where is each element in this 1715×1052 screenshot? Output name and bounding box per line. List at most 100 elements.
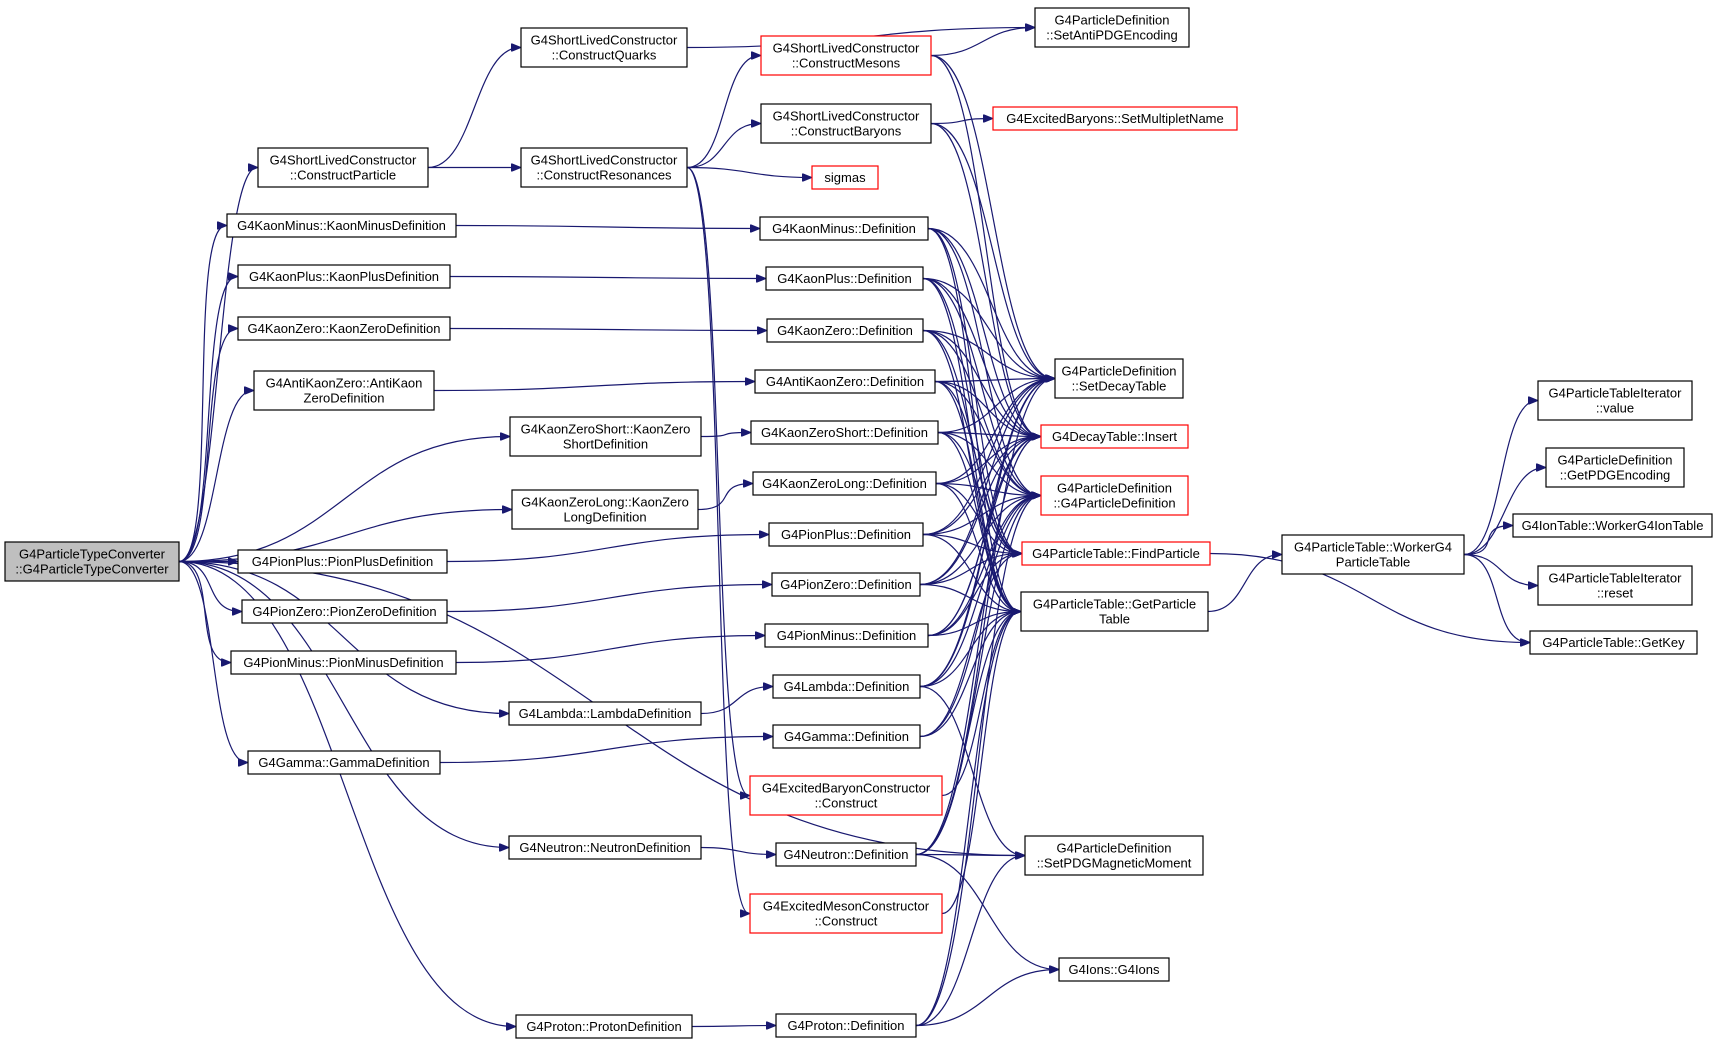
- node-sigmas[interactable]: sigmas: [811, 165, 879, 190]
- node-pt_find[interactable]: G4ParticleTable::FindParticle: [1021, 541, 1211, 566]
- node-label-pd_smm-1: ::SetPDGMagneticMoment: [1037, 856, 1192, 871]
- node-ks[interactable]: G4KaonZeroShort::Definition: [750, 420, 939, 445]
- node-ions[interactable]: G4Ions::G4Ions: [1058, 957, 1170, 982]
- edge-pi0-to-dt_ins: [919, 437, 1040, 586]
- node-km_def[interactable]: G4KaonMinus::KaonMinusDefinition: [226, 213, 457, 238]
- edge-slc_cr-to-ebc: [686, 166, 749, 796]
- node-box-pd_sapdg: [1034, 7, 1190, 48]
- node-gam[interactable]: G4Gamma::Definition: [772, 724, 921, 749]
- node-neu[interactable]: G4Neutron::Definition: [775, 842, 917, 867]
- node-box-k0_def: [237, 316, 451, 341]
- edge-pro-to-pd_ctor: [915, 496, 1040, 1027]
- node-pim_def[interactable]: G4PionMinus::PionMinusDefinition: [230, 650, 457, 675]
- node-label-pim-0: G4PionMinus::Definition: [777, 628, 916, 643]
- node-lam_def[interactable]: G4Lambda::LambdaDefinition: [508, 701, 702, 726]
- node-pip[interactable]: G4PionPlus::Definition: [768, 522, 924, 547]
- node-pd_sapdg[interactable]: G4ParticleDefinition::SetAntiPDGEncoding: [1034, 7, 1190, 48]
- node-label-slc_cr-1: ::ConstructResonances: [536, 168, 672, 183]
- node-label-slc_cb-0: G4ShortLivedConstructor: [773, 109, 920, 124]
- node-slc_cr[interactable]: G4ShortLivedConstructor::ConstructResona…: [520, 147, 688, 188]
- node-pti_value[interactable]: G4ParticleTableIterator::value: [1537, 380, 1693, 421]
- node-label-pim_def-0: G4PionMinus::PionMinusDefinition: [243, 655, 443, 670]
- edge-root-to-pim_def: [178, 560, 230, 663]
- edge-pim-to-pt_find: [927, 554, 1021, 637]
- edge-ak0-to-pt_find: [934, 380, 1021, 554]
- node-label-ks-0: G4KaonZeroShort::Definition: [761, 425, 928, 440]
- node-k0[interactable]: G4KaonZero::Definition: [766, 318, 924, 343]
- node-label-gam-0: G4Gamma::Definition: [784, 729, 909, 744]
- edge-kl-to-pd_ctor: [935, 482, 1040, 496]
- edge-neu-to-pt_get: [915, 612, 1020, 856]
- nodes-layer: G4ParticleTypeConverter::G4ParticleTypeC…: [4, 7, 1713, 1039]
- node-pd_gpdg[interactable]: G4ParticleDefinition::GetPDGEncoding: [1545, 447, 1685, 488]
- node-box-pti_reset: [1537, 565, 1693, 606]
- node-km[interactable]: G4KaonMinus::Definition: [759, 216, 929, 241]
- edge-kl_def-to-kl: [697, 484, 752, 511]
- node-kl[interactable]: G4KaonZeroLong::Definition: [752, 471, 937, 496]
- edge-ks_def-to-ks: [700, 433, 750, 438]
- node-box-gam_def: [247, 750, 441, 775]
- node-label-pd_sapdg-0: G4ParticleDefinition: [1055, 13, 1170, 28]
- node-slc_cp[interactable]: G4ShortLivedConstructor::ConstructPartic…: [257, 147, 429, 188]
- node-label-pti_value-1: ::value: [1596, 401, 1634, 416]
- edge-pt_worker-to-pd_gpdg: [1463, 468, 1545, 556]
- node-box-pip_def: [237, 549, 448, 574]
- node-emc[interactable]: G4ExcitedMesonConstructor::Construct: [749, 893, 943, 934]
- node-lam[interactable]: G4Lambda::Definition: [772, 674, 921, 699]
- edge-km-to-pt_get: [927, 227, 1020, 612]
- node-pd_smm[interactable]: G4ParticleDefinition::SetPDGMagneticMome…: [1024, 835, 1204, 876]
- edge-neu-to-dt_ins: [915, 437, 1040, 856]
- node-label-pi0_def-0: G4PionZero::PionZeroDefinition: [252, 604, 436, 619]
- node-slc_cq[interactable]: G4ShortLivedConstructor::ConstructQuarks: [520, 27, 688, 68]
- node-label-pt_worker-0: G4ParticleTable::WorkerG4: [1294, 540, 1452, 555]
- node-kp_def[interactable]: G4KaonPlus::KaonPlusDefinition: [237, 264, 451, 289]
- edge-neu_def-to-neu: [700, 846, 775, 855]
- edge-pim_def-to-pim: [455, 636, 764, 664]
- node-pti_reset[interactable]: G4ParticleTableIterator::reset: [1537, 565, 1693, 606]
- node-root[interactable]: G4ParticleTypeConverter::G4ParticleTypeC…: [4, 541, 180, 582]
- node-pd_ctor[interactable]: G4ParticleDefinition::G4ParticleDefiniti…: [1040, 475, 1189, 516]
- node-box-lam_def: [508, 701, 702, 726]
- edge-pro-to-pd_smm: [915, 856, 1024, 1027]
- node-pt_getkey[interactable]: G4ParticleTable::GetKey: [1529, 630, 1698, 655]
- edge-root-to-pi0_def: [178, 560, 241, 612]
- node-ak0[interactable]: G4AntiKaonZero::Definition: [754, 369, 936, 394]
- node-pro[interactable]: G4Proton::Definition: [775, 1013, 917, 1038]
- node-pi0_def[interactable]: G4PionZero::PionZeroDefinition: [241, 599, 448, 624]
- edge-slc_cr-to-sigmas: [686, 166, 811, 178]
- node-label-emc-1: ::Construct: [815, 914, 878, 929]
- node-label-neu_def-0: G4Neutron::NeutronDefinition: [519, 840, 690, 855]
- node-label-pt_find-0: G4ParticleTable::FindParticle: [1032, 546, 1200, 561]
- node-pd_sdt[interactable]: G4ParticleDefinition::SetDecayTable: [1054, 358, 1184, 399]
- node-label-it_worker-0: G4IonTable::WorkerG4IonTable: [1522, 518, 1704, 533]
- node-dt_ins[interactable]: G4DecayTable::Insert: [1040, 424, 1189, 449]
- edge-kp-to-pt_find: [922, 277, 1021, 554]
- node-pip_def[interactable]: G4PionPlus::PionPlusDefinition: [237, 549, 448, 574]
- edge-k0-to-pd_ctor: [922, 329, 1040, 496]
- edge-ks-to-pd_ctor: [937, 431, 1040, 496]
- node-ebc[interactable]: G4ExcitedBaryonConstructor::Construct: [749, 775, 943, 816]
- node-pro_def[interactable]: G4Proton::ProtonDefinition: [515, 1014, 693, 1039]
- node-it_worker[interactable]: G4IonTable::WorkerG4IonTable: [1512, 513, 1713, 538]
- node-eb_smn[interactable]: G4ExcitedBaryons::SetMultipletName: [992, 106, 1238, 131]
- node-slc_cm[interactable]: G4ShortLivedConstructor::ConstructMesons: [760, 35, 932, 76]
- node-pim[interactable]: G4PionMinus::Definition: [764, 623, 929, 648]
- edge-kp-to-pd_ctor: [922, 277, 1040, 496]
- node-label-pi0-0: G4PionZero::Definition: [780, 577, 912, 592]
- edge-lam-to-pd_ctor: [919, 496, 1040, 688]
- node-gam_def[interactable]: G4Gamma::GammaDefinition: [247, 750, 441, 775]
- node-slc_cb[interactable]: G4ShortLivedConstructor::ConstructBaryon…: [760, 103, 932, 144]
- node-kp[interactable]: G4KaonPlus::Definition: [765, 266, 924, 291]
- node-k0_def[interactable]: G4KaonZero::KaonZeroDefinition: [237, 316, 451, 341]
- node-pi0[interactable]: G4PionZero::Definition: [771, 572, 921, 597]
- node-box-km_def: [226, 213, 457, 238]
- node-label-ebc-0: G4ExcitedBaryonConstructor: [762, 781, 931, 796]
- node-neu_def[interactable]: G4Neutron::NeutronDefinition: [508, 835, 702, 860]
- edge-ak0_def-to-ak0: [433, 382, 754, 392]
- edge-neu-to-pd_sdt: [915, 379, 1054, 856]
